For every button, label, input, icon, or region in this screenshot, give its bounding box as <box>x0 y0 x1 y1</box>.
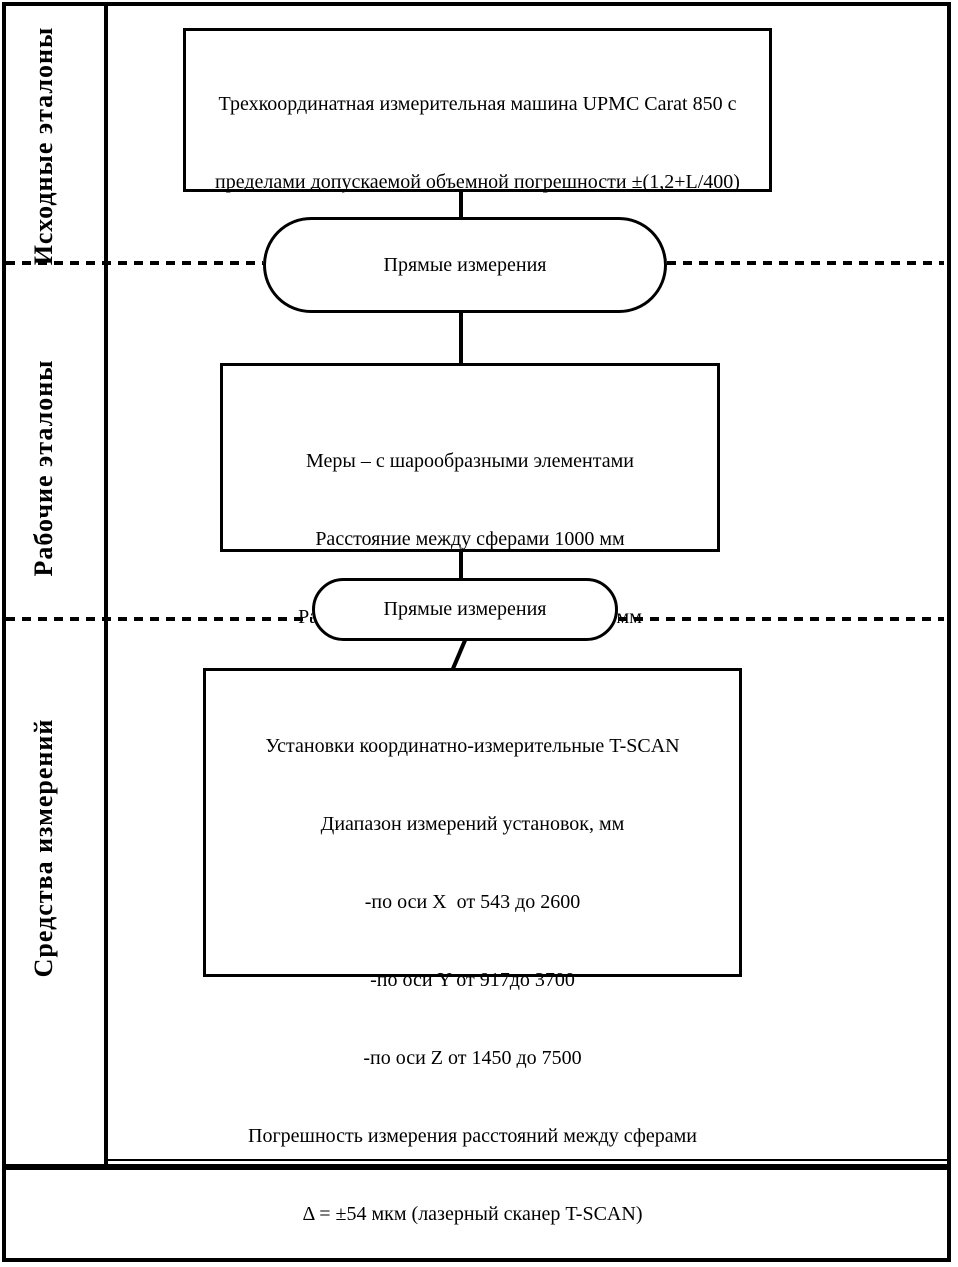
node-direct-measurements-oval-1: Прямые измерения <box>263 217 667 313</box>
sidebar-label-measuring-instruments: Средства измерений <box>29 718 58 978</box>
text-line: Расстояние между сферами 1000 мм <box>315 528 625 550</box>
section-dashed-line-2-right <box>618 617 944 621</box>
text-line: -по оси Z от 1450 до 7500 <box>363 1047 582 1069</box>
table-bottom-thin-line <box>108 1159 948 1161</box>
text-line: Меры – с шарообразными элементами <box>306 450 634 472</box>
connector-box1-oval1 <box>459 190 463 218</box>
connector-box2-oval2 <box>459 550 463 579</box>
text-line: -по оси X от 543 до 2600 <box>364 891 581 913</box>
section-dashed-line-2-left <box>6 617 312 621</box>
text-line: Трехкоординатная измерительная машина UP… <box>218 93 737 115</box>
sidebar-divider-line <box>104 2 108 1168</box>
table-bottom-thick-line <box>2 1164 951 1170</box>
node-tscan-installations-box: Установки координатно-измерительные T-SC… <box>203 668 742 1225</box>
oval-label: Прямые измерения <box>383 598 547 620</box>
text-line: Установки координатно-измерительные T-SC… <box>265 735 680 757</box>
node-sphere-measures-box: Меры – с шарообразными элементами Рассто… <box>220 363 720 706</box>
text-line: Диапазон измерений установок, мм <box>320 813 625 835</box>
oval-label: Прямые измерения <box>383 253 547 276</box>
sidebar-label-working-standards: Рабочие эталоны <box>29 359 58 577</box>
section-dashed-line-1-left <box>6 261 263 265</box>
section-dashed-line-1-right <box>667 261 944 265</box>
text-line: пределами допускаемой объемной погрешнос… <box>215 171 740 193</box>
text-line: Погрешность измерения расстояний между с… <box>248 1125 697 1147</box>
text-line: Δ = ±54 мкм (лазерный сканер T-SCAN) <box>302 1203 643 1225</box>
connector-oval1-box2 <box>459 311 463 364</box>
text-line: -по оси Y от 917до 3700 <box>370 969 575 991</box>
node-cmm-upmc-carat-box: Трехкоординатная измерительная машина UP… <box>183 28 772 271</box>
node-direct-measurements-oval-2: Прямые измерения <box>312 578 618 641</box>
sidebar-label-initial-standards: Исходные эталоны <box>29 26 58 266</box>
